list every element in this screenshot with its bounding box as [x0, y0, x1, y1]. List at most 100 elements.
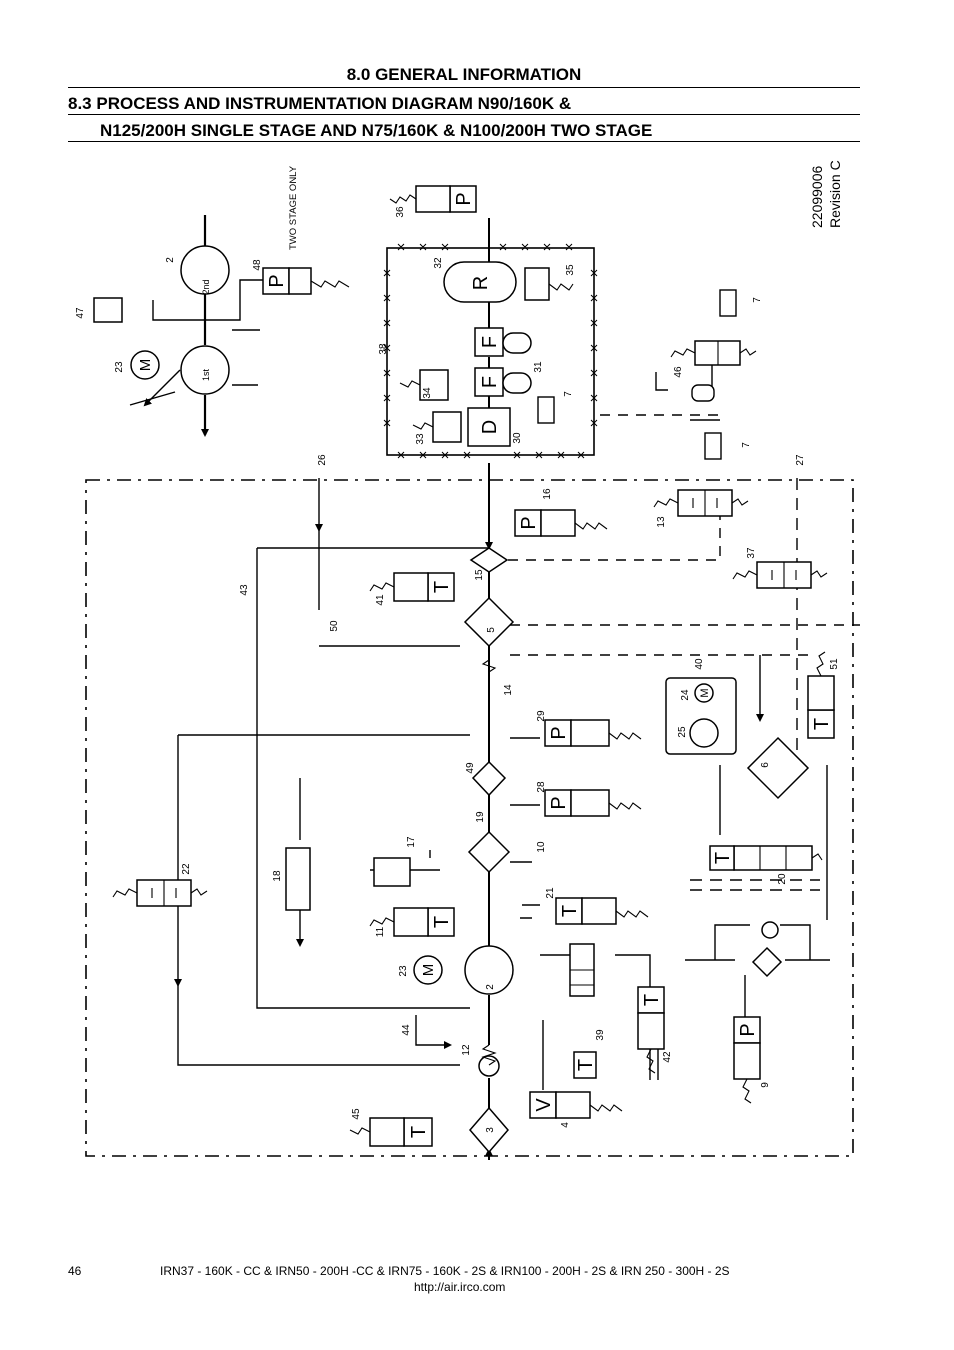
- cooler-6: [746, 736, 810, 800]
- package-enclosure: [85, 479, 854, 1157]
- pressure-gauge-36: P: [453, 192, 475, 205]
- valve-details: [151, 341, 828, 1066]
- stage-2nd-label: 2nd: [201, 279, 211, 294]
- label-2-top: 2: [165, 257, 176, 263]
- temperature-gauge-42: T: [641, 994, 663, 1006]
- drain-icons: [537, 289, 737, 460]
- label-4: 4: [560, 1122, 571, 1128]
- compressor-2nd-stage: [180, 245, 230, 295]
- motor-symbol-24: M: [699, 688, 711, 697]
- label-15: 15: [474, 569, 485, 581]
- label-43: 43: [239, 584, 250, 596]
- instrument-letters: P P P T P P T T T V T T P T T R D F F: [266, 192, 833, 1138]
- label-48: 48: [252, 259, 263, 271]
- label-46: 46: [673, 366, 684, 378]
- label-38: 38: [378, 343, 389, 355]
- label-16: 16: [542, 488, 553, 500]
- label-34: 34: [422, 387, 433, 399]
- motor-top: [130, 350, 160, 380]
- heading-rule: [68, 114, 860, 115]
- signal-lines: [112, 194, 826, 1135]
- inlet-filter-3: [469, 1106, 509, 1154]
- pressure-gauge-28: P: [548, 796, 570, 809]
- label-45: 45: [351, 1108, 362, 1120]
- label-7-a: 7: [752, 297, 763, 303]
- temperature-gauge-45: T: [408, 1126, 430, 1138]
- label-36: 36: [395, 206, 406, 218]
- label-25: 25: [677, 726, 688, 738]
- label-21: 21: [545, 887, 556, 899]
- check-valve-8: [761, 921, 779, 939]
- filter-label-lower: F: [479, 376, 501, 388]
- pressure-gauge-16: P: [518, 516, 540, 529]
- filter-upper: [474, 327, 504, 357]
- temperature-gauge-11: T: [431, 916, 453, 928]
- section-heading: 8.0 GENERAL INFORMATION: [346, 65, 582, 84]
- motor-symbol-23: M: [420, 964, 437, 977]
- label-26: 26: [317, 454, 328, 466]
- receiver-label: R: [470, 276, 492, 290]
- label-7-c: 7: [563, 391, 574, 397]
- dryer: [467, 407, 511, 447]
- filter-15: [469, 547, 509, 573]
- label-41: 41: [375, 594, 386, 606]
- temperature-gauge-20: T: [712, 852, 734, 864]
- thermal-valve-20: [733, 845, 813, 871]
- main-motor: [413, 955, 443, 985]
- dryer-box-marks: [383, 243, 598, 459]
- page-number: 46: [68, 1264, 82, 1278]
- dryer-option-box: [386, 247, 595, 456]
- footer-model-list: IRN37 - 160K - CC & IRN50 - 200H -CC & I…: [160, 1264, 730, 1278]
- label-2: 2: [485, 984, 496, 990]
- label-3: 3: [485, 1127, 496, 1133]
- label-23: 23: [398, 965, 409, 977]
- pressure-gauge-48: P: [266, 274, 288, 287]
- label-11: 11: [375, 926, 386, 937]
- equipment-symbols: [130, 245, 813, 1154]
- footer-url: http://air.irco.com: [414, 1280, 506, 1294]
- heading-rule: [68, 141, 860, 142]
- label-27: 27: [795, 454, 806, 466]
- label-13: 13: [656, 516, 667, 528]
- label-9: 9: [760, 1082, 771, 1088]
- label-32: 32: [433, 257, 444, 269]
- label-10: 10: [536, 841, 547, 853]
- label-37: 37: [746, 547, 757, 559]
- label-14: 14: [503, 684, 514, 696]
- two-stage-note: TWO STAGE ONLY: [288, 165, 299, 250]
- label-50: 50: [329, 620, 340, 632]
- voltage-sensor-4: V: [533, 1098, 555, 1112]
- label-6: 6: [760, 762, 771, 768]
- label-28: 28: [536, 781, 547, 793]
- instrument-boxes: [93, 185, 835, 1147]
- label-18: 18: [272, 870, 283, 882]
- label-24: 24: [680, 689, 691, 701]
- label-35: 35: [565, 264, 576, 276]
- subsection-heading: 8.3 PROCESS AND INSTRUMENTATION DIAGRAM …: [68, 94, 572, 113]
- label-7-b: 7: [741, 442, 752, 448]
- component-numbers: 2 2 3 4 5 6 7 7 7 9 10 11 12 13 14 15 16…: [75, 206, 840, 1133]
- label-31: 31: [533, 361, 544, 373]
- label-51: 51: [829, 658, 840, 670]
- label-42: 42: [662, 1051, 673, 1063]
- fan: [689, 718, 719, 748]
- label-19: 19: [475, 811, 486, 823]
- cooler-19: [467, 830, 511, 874]
- heading-rule: [68, 87, 860, 88]
- temperature-gauge-39: T: [575, 1059, 597, 1071]
- label-29: 29: [536, 710, 547, 722]
- label-12: 12: [461, 1044, 472, 1056]
- pressure-gauge-29: P: [548, 726, 570, 739]
- pressure-gauge-9: P: [737, 1023, 759, 1036]
- label-20: 20: [777, 873, 788, 885]
- label-17: 17: [406, 836, 417, 848]
- label-30: 30: [512, 432, 523, 444]
- motor-letters: M M M: [137, 359, 711, 977]
- subsection-heading-continued: N125/200H SINGLE STAGE AND N75/160K & N1…: [100, 121, 653, 140]
- stage-1st-label: 1st: [201, 369, 211, 382]
- label-47: 47: [75, 307, 86, 319]
- fan-motor: [694, 683, 714, 703]
- stage-labels: 2nd 1st: [201, 279, 211, 381]
- temperature-gauge-21: T: [559, 905, 581, 917]
- receiver: [443, 261, 517, 303]
